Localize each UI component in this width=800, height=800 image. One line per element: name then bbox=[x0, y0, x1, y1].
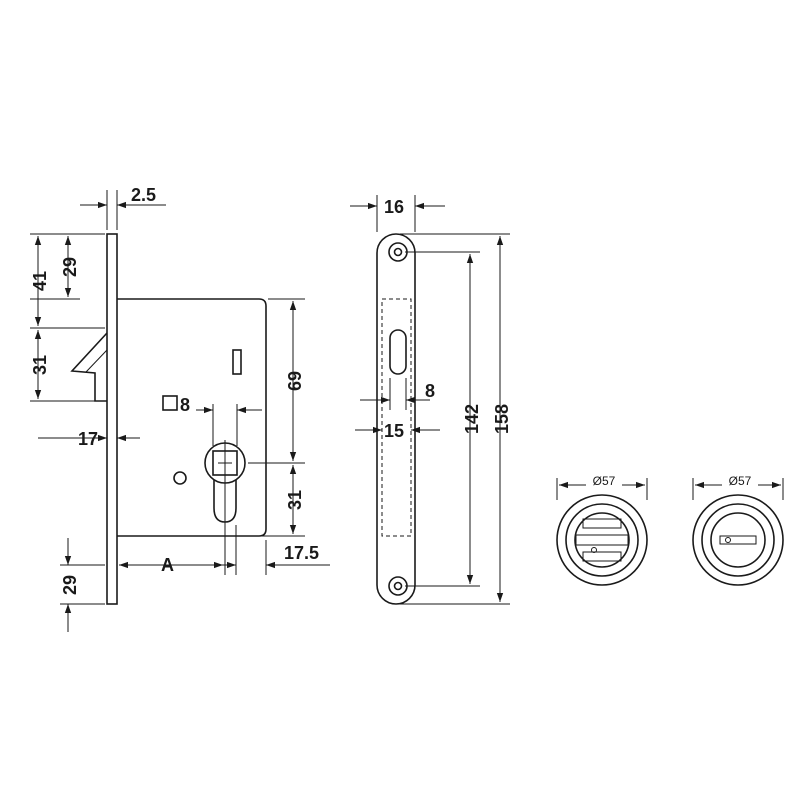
dim-142-label: 142 bbox=[462, 404, 482, 434]
dim-16: 16 bbox=[350, 195, 445, 232]
dim-142: 142 bbox=[405, 251, 482, 587]
case-hole bbox=[173, 471, 187, 485]
dim-31-hook: 31 bbox=[30, 330, 50, 399]
dim-29-bottom-label: 29 bbox=[60, 575, 80, 595]
dim-15-label: 15 bbox=[384, 421, 404, 441]
rosette-left: Ø57 bbox=[556, 473, 648, 586]
case-slot bbox=[232, 349, 242, 375]
dim-29-top-label: 29 bbox=[60, 257, 80, 277]
dim-41-label: 41 bbox=[30, 271, 50, 291]
lock-body-view: 8 2.5 41 29 31 bbox=[30, 185, 330, 632]
dim-29-top: 29 bbox=[60, 236, 80, 297]
square-spindle-icon bbox=[162, 395, 178, 411]
dim-31-hook-label: 31 bbox=[30, 355, 50, 375]
faceplate-outline bbox=[376, 233, 416, 605]
bolt-slot bbox=[389, 329, 407, 375]
spindle-hub bbox=[204, 440, 246, 536]
hook-bolt bbox=[70, 332, 108, 402]
dim-31-cylinder: 31 bbox=[240, 465, 305, 537]
dim-a-label: A bbox=[161, 555, 174, 575]
screw-top bbox=[388, 242, 408, 262]
rosette-left-diameter: Ø57 bbox=[593, 474, 616, 488]
dim-8-slot-label: 8 bbox=[425, 381, 435, 401]
faceplate-front-view: 16 8 15 142 158 bbox=[350, 195, 512, 605]
dim-41: 41 bbox=[30, 236, 50, 326]
dim-17-5: 17.5 bbox=[214, 525, 330, 575]
square-spindle-label: 8 bbox=[180, 395, 190, 415]
dim-8-slot: 8 bbox=[360, 378, 435, 410]
dim-faceplate-thickness: 2.5 bbox=[80, 185, 166, 230]
dim-17-5-label: 17.5 bbox=[284, 543, 319, 563]
lock-case bbox=[117, 298, 267, 537]
dim-17-label: 17 bbox=[78, 429, 98, 449]
rosette-right-diameter: Ø57 bbox=[729, 474, 752, 488]
dim-29-bottom: 29 bbox=[60, 538, 105, 632]
dim-15: 15 bbox=[355, 421, 440, 441]
rosette-right: Ø57 bbox=[692, 473, 784, 586]
faceplate-body-dashed bbox=[381, 298, 412, 537]
dim-16-label: 16 bbox=[384, 197, 404, 217]
dim-158: 158 bbox=[400, 233, 512, 605]
dim-69: 69 bbox=[248, 298, 305, 464]
dim-31-cylinder-label: 31 bbox=[285, 490, 305, 510]
faceplate-side bbox=[106, 233, 118, 605]
dim-158-label: 158 bbox=[492, 404, 512, 434]
dim-69-label: 69 bbox=[285, 371, 305, 391]
screw-bottom bbox=[388, 576, 408, 596]
dim-2-5-label: 2.5 bbox=[131, 185, 156, 205]
dim-backset-a: A bbox=[116, 522, 226, 575]
dim-17: 17 bbox=[38, 429, 140, 449]
